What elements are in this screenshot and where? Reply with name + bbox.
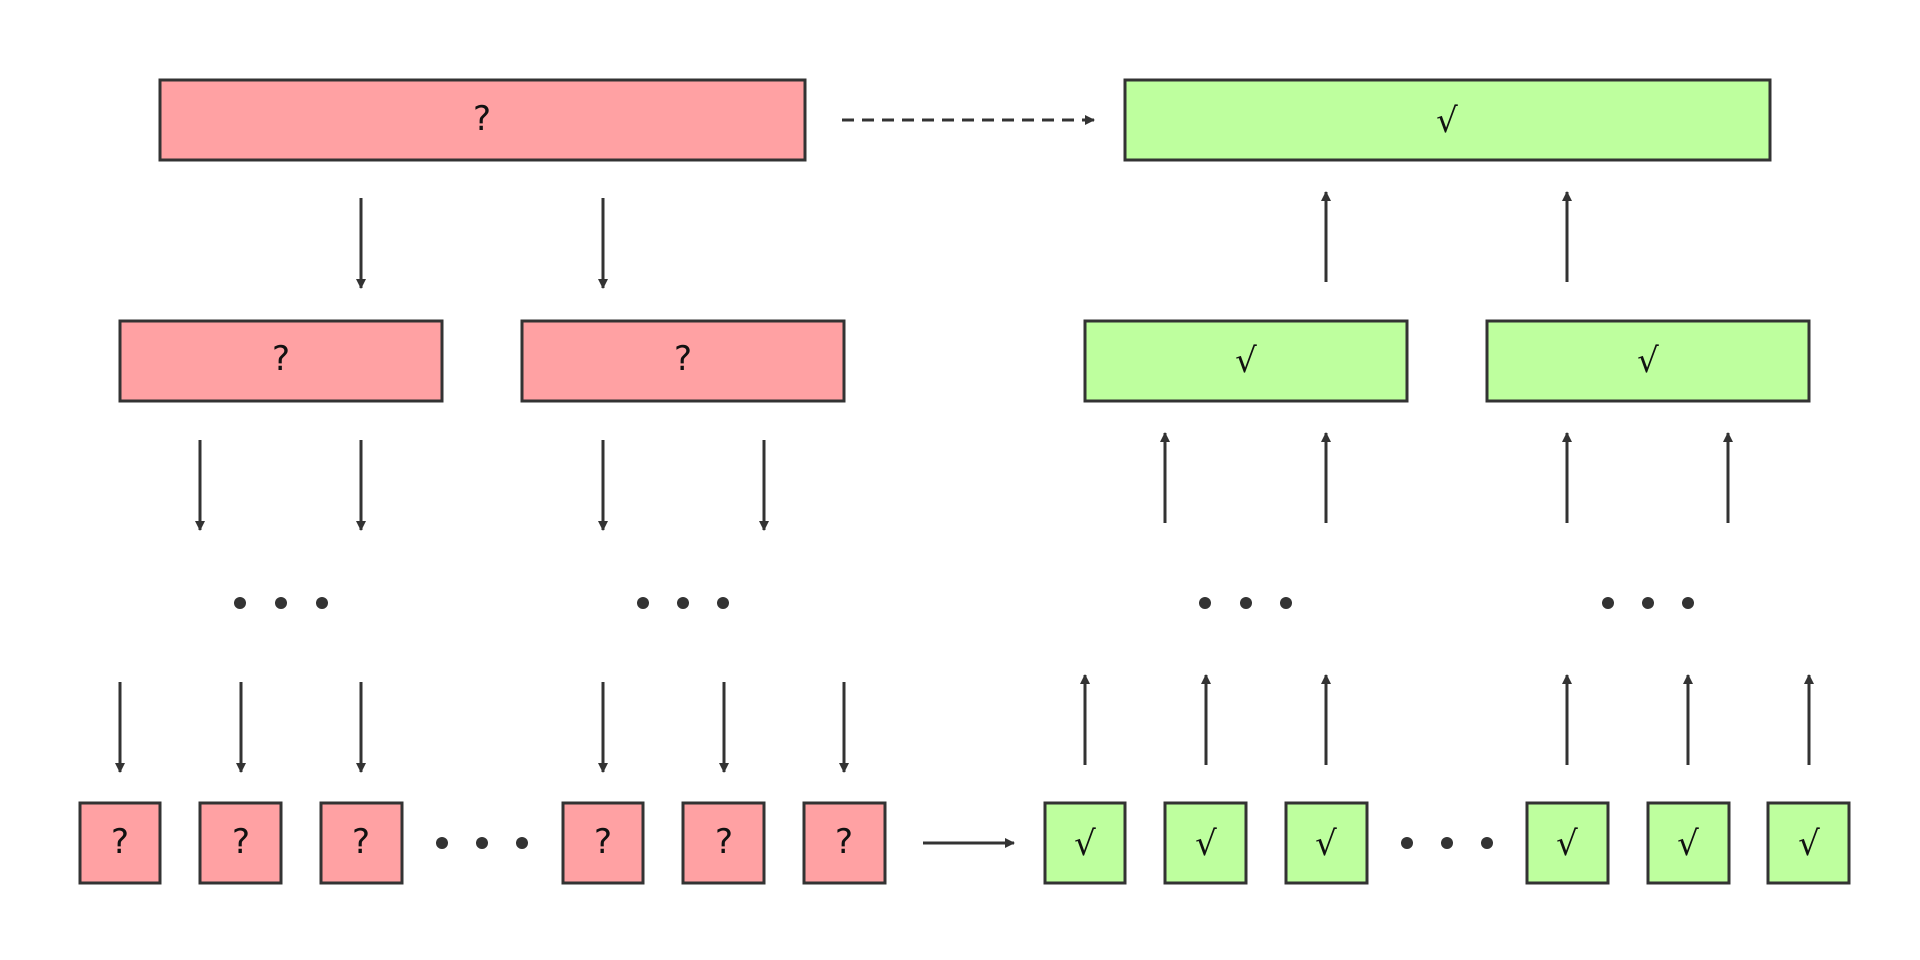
solved-tree: √ √ √ bbox=[1043, 78, 1851, 885]
ellipsis-dots bbox=[1602, 597, 1694, 609]
ellipsis-dots bbox=[1401, 837, 1493, 849]
checkmark-label: √ bbox=[1235, 341, 1257, 381]
top-solution-box: √ bbox=[1123, 78, 1772, 162]
leaf-solution-box: √ bbox=[1766, 801, 1851, 885]
checkmark-label: √ bbox=[1677, 824, 1699, 864]
unsolved-tree: ? ? ? bbox=[78, 78, 887, 885]
leaf-solution-box: √ bbox=[1284, 801, 1369, 885]
checkmark-label: √ bbox=[1315, 824, 1337, 864]
subsolution-box: √ bbox=[1485, 319, 1811, 403]
leaf-problem-box: ? bbox=[561, 801, 645, 885]
top-problem-box: ? bbox=[158, 78, 807, 162]
question-mark-label: ? bbox=[272, 339, 290, 379]
ellipsis-dots bbox=[1199, 597, 1292, 609]
checkmark-label: √ bbox=[1798, 824, 1820, 864]
checkmark-label: √ bbox=[1556, 824, 1578, 864]
ellipsis-dots bbox=[234, 597, 328, 609]
question-mark-label: ? bbox=[232, 822, 250, 862]
question-mark-label: ? bbox=[473, 99, 491, 139]
question-mark-label: ? bbox=[352, 822, 370, 862]
leaf-solution-box: √ bbox=[1525, 801, 1610, 885]
leaf-problem-box: ? bbox=[802, 801, 887, 885]
subproblem-box: ? bbox=[118, 319, 444, 403]
checkmark-label: √ bbox=[1195, 824, 1217, 864]
subsolution-box: √ bbox=[1083, 319, 1409, 403]
leaf-problem-box: ? bbox=[319, 801, 404, 885]
checkmark-label: √ bbox=[1637, 341, 1659, 381]
question-mark-label: ? bbox=[835, 822, 853, 862]
question-mark-label: ? bbox=[715, 822, 733, 862]
question-mark-label: ? bbox=[594, 822, 612, 862]
ellipsis-dots bbox=[436, 837, 528, 849]
leaf-problem-box: ? bbox=[78, 801, 162, 885]
leaf-solution-box: √ bbox=[1163, 801, 1248, 885]
leaf-solution-box: √ bbox=[1646, 801, 1731, 885]
checkmark-label: √ bbox=[1074, 824, 1096, 864]
leaf-problem-box: ? bbox=[198, 801, 283, 885]
question-mark-label: ? bbox=[111, 822, 129, 862]
checkmark-label: √ bbox=[1436, 101, 1458, 141]
subproblem-box: ? bbox=[520, 319, 846, 403]
question-mark-label: ? bbox=[674, 339, 692, 379]
leaf-problem-box: ? bbox=[681, 801, 766, 885]
ellipsis-dots bbox=[637, 597, 729, 609]
leaf-solution-box: √ bbox=[1043, 801, 1127, 885]
